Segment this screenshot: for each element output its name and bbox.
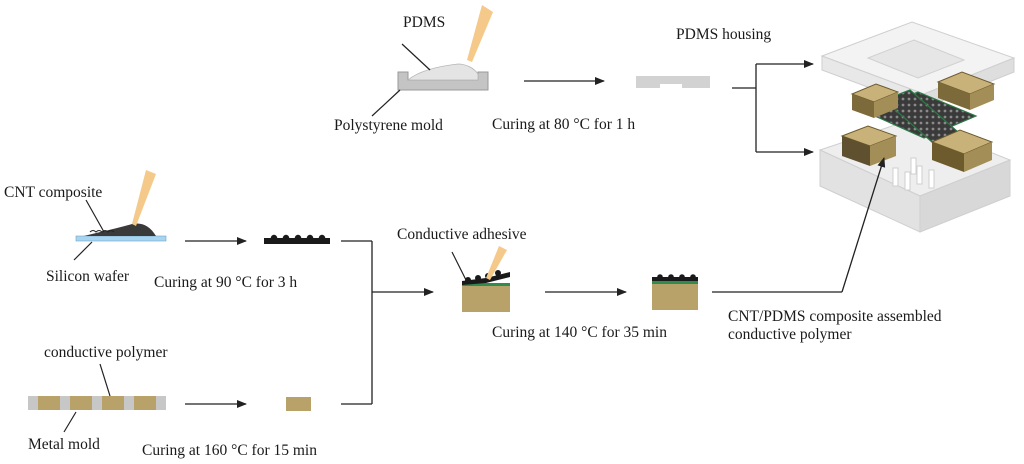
merge-bracket — [341, 240, 434, 405]
bonded-sensing-element — [652, 274, 698, 310]
label-curing-90: Curing at 90 °C for 3 h — [154, 274, 298, 291]
conductive-polymer-with-adhesive — [462, 270, 510, 312]
silicon-wafer-leader-line — [73, 241, 93, 261]
cnt-composite-leader-line — [85, 199, 105, 233]
pipette-icon — [486, 246, 507, 280]
label-conductive-polymer: conductive polymer — [44, 344, 168, 361]
label-curing-140: Curing at 140 °C for 35 min — [492, 324, 667, 341]
conductive-polymer-block — [286, 397, 311, 411]
housing-split-arrows — [732, 60, 814, 156]
metal-mold-leader-line — [63, 411, 77, 433]
label-pdms-housing: PDMS housing — [676, 26, 772, 43]
label-curing-160: Curing at 160 °C for 15 min — [142, 442, 317, 459]
metal-mold-with-polymer — [28, 396, 166, 410]
label-metal-mold: Metal mold — [28, 436, 100, 453]
polystyrene-mold-with-pdms — [397, 63, 489, 91]
conductive-polymer-leader-line — [99, 363, 111, 397]
label-cnt-composite: CNT composite — [4, 184, 103, 201]
label-conductive-adhesive: Conductive adhesive — [397, 226, 527, 243]
label-pdms: PDMS — [403, 14, 446, 31]
pipette-icon — [467, 5, 493, 62]
pipette-icon — [132, 170, 156, 226]
cnt-film-cured — [264, 234, 330, 244]
silicon-wafer-with-cnt — [75, 223, 167, 242]
pdms-housing-cured — [636, 76, 710, 88]
assembled-sensor-illustration — [818, 21, 1016, 233]
polystyrene-mold-leader-line — [371, 89, 401, 117]
label-curing-80: Curing at 80 °C for 1 h — [492, 116, 636, 133]
pdms-leader-line — [401, 43, 431, 71]
label-silicon-wafer: Silicon wafer — [46, 268, 130, 285]
label-polystyrene-mold: Polystyrene mold — [334, 117, 443, 134]
adhesive-leader-line — [451, 251, 467, 281]
assembly-arrow — [712, 157, 886, 293]
label-assembled-polymer: CNT/PDMS composite assembled conductive … — [728, 308, 942, 343]
